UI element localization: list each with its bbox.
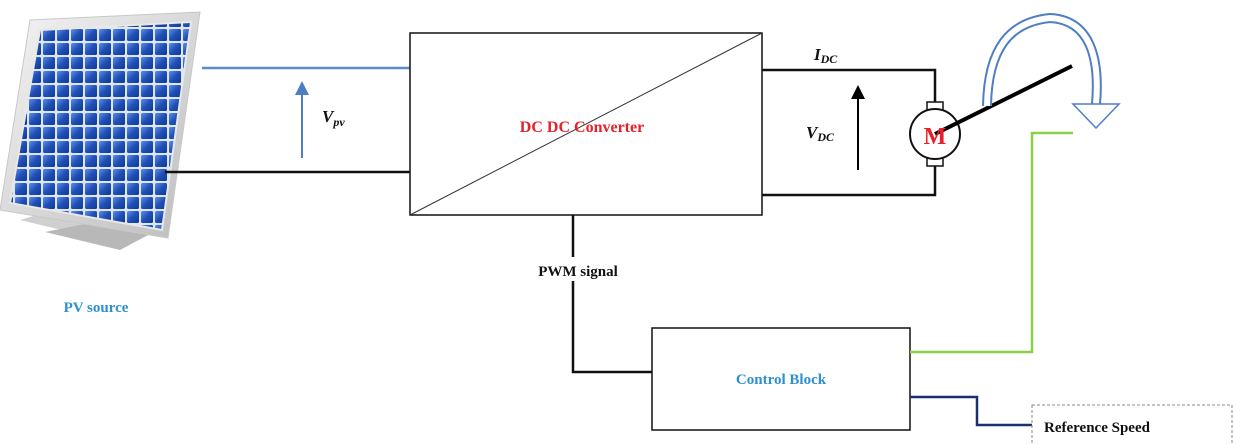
- output-negative-wire: [762, 162, 937, 197]
- speed-feedback-wire: [910, 131, 1073, 354]
- pwm-label-bg: [518, 257, 630, 281]
- control-block-label: Control Block: [736, 372, 827, 388]
- pwm-wire: [571, 215, 652, 374]
- reference-speed-label: Reference Speed: [1044, 420, 1151, 436]
- rotation-arrow-icon: [982, 12, 1121, 130]
- reference-speed-wire: [910, 395, 1032, 427]
- v-dc-label: VDC: [806, 123, 835, 144]
- v-pv-label: Vpv: [322, 107, 345, 129]
- motor-label: M: [924, 124, 947, 150]
- pv-source-label: PV source: [64, 300, 129, 316]
- solar-panel-icon: [0, 11, 201, 250]
- converter-diagonal: [409, 32, 763, 216]
- reference-speed-box: [1031, 404, 1233, 445]
- control-block: [651, 327, 911, 431]
- output-positive-wire: [762, 68, 937, 104]
- dc-motor-icon: M: [909, 64, 1073, 167]
- converter-label: DC DC Converter: [520, 119, 644, 136]
- pwm-signal-label: PWM signal: [538, 264, 618, 280]
- motor-shaft: [934, 64, 1073, 136]
- i-dc-label: IDC: [813, 45, 838, 66]
